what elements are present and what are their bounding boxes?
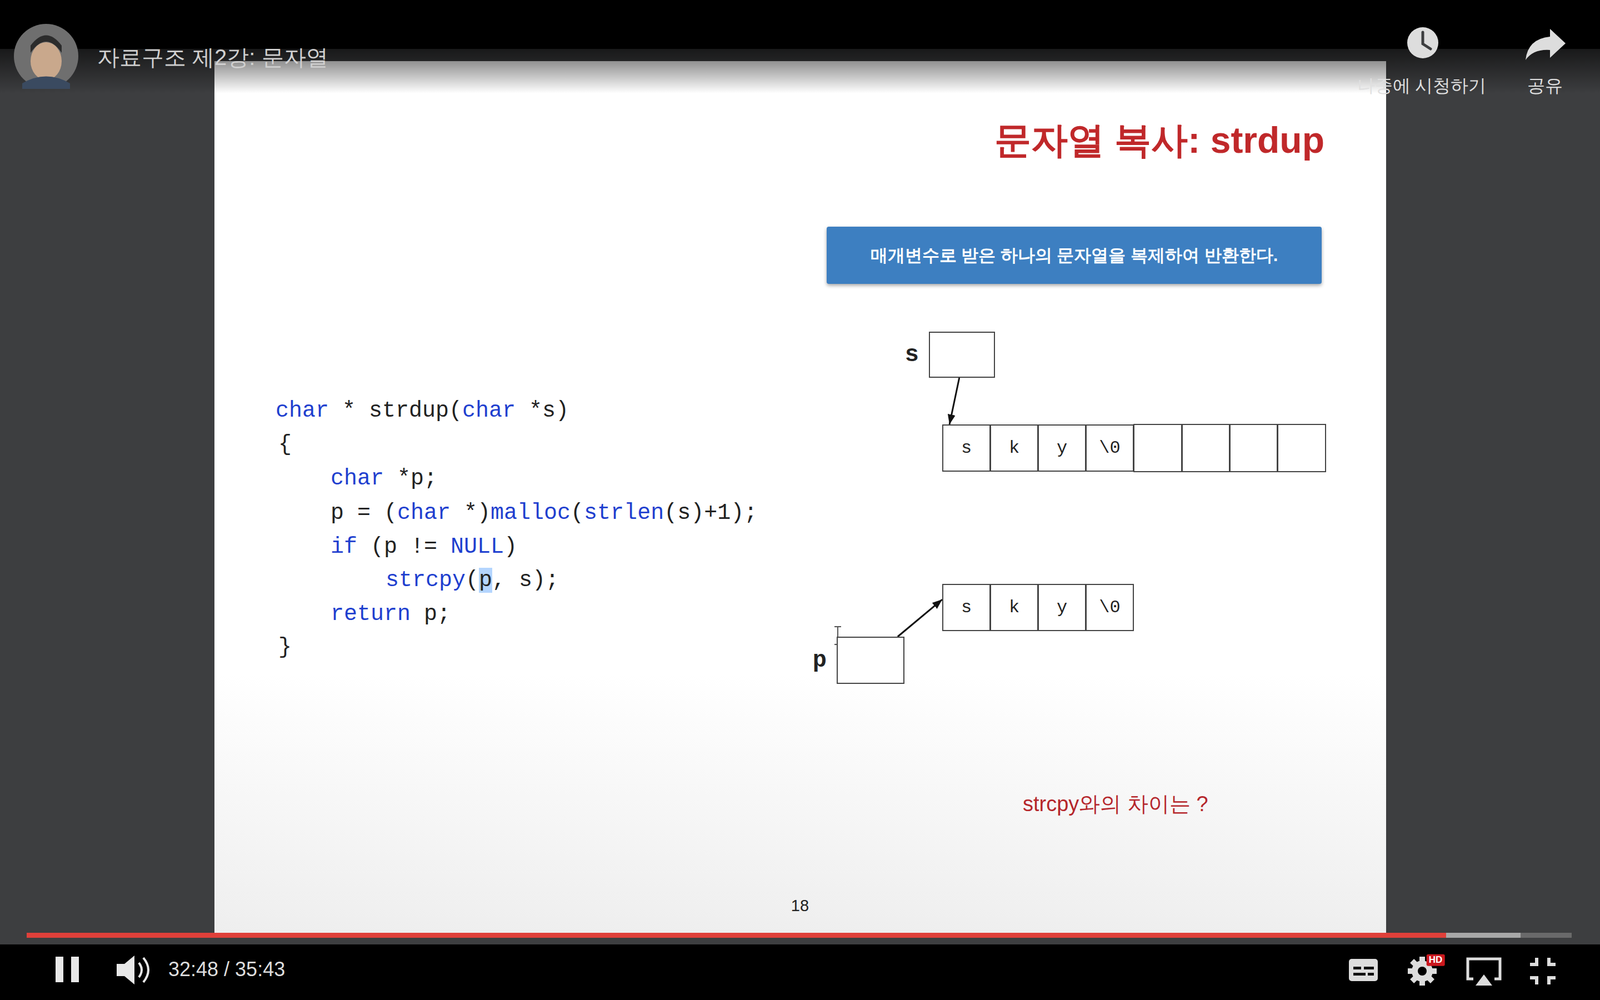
slide-title: 문자열 복사: strdup: [994, 118, 1325, 163]
cell-char: s: [961, 437, 972, 459]
cell-char: k: [1008, 597, 1020, 618]
code-line: char * strdup(char *s): [275, 397, 569, 425]
pointer-name: p: [812, 647, 827, 674]
video-title: 자료구조 제2강: 문자열: [97, 43, 329, 71]
array-cell: y: [1037, 583, 1087, 632]
array-cell: \0: [1085, 424, 1134, 472]
clock-icon: [1407, 27, 1439, 59]
progress-buffer: [26, 932, 1521, 938]
progress-track: [26, 932, 1572, 938]
code-line: {: [278, 431, 292, 459]
description-banner: 매개변수로 받은 하나의 문자열을 복제하여 반환한다.: [826, 226, 1322, 284]
pointer-box: p: [836, 636, 905, 684]
code-line: }: [278, 634, 292, 662]
page-number: 18: [791, 896, 809, 916]
code-line: if (p != NULL): [330, 533, 518, 561]
code-line: char *p;: [330, 465, 438, 493]
code-line: return p;: [330, 601, 451, 628]
array-cell: y: [1037, 424, 1087, 472]
cell-char: \0: [1098, 437, 1120, 459]
cell-char: y: [1056, 437, 1068, 459]
pointer-box: s: [928, 331, 995, 378]
banner-text: 매개변수로 받은 하나의 문자열을 복제하여 반환한다.: [870, 243, 1279, 268]
volume-icon: [116, 955, 149, 985]
channel-avatar: [13, 23, 79, 89]
cell-char: \0: [1098, 597, 1120, 618]
code-line: strcpy(p, s);: [385, 567, 559, 594]
array-cell: k: [990, 424, 1039, 472]
progress-played: [26, 932, 1447, 938]
empty-cells: [1133, 424, 1326, 472]
pointer-name: s: [905, 341, 919, 369]
code-line: p = (char *)malloc(strlen(s)+1);: [330, 500, 758, 527]
cell-char: y: [1056, 597, 1068, 618]
cell-char: k: [1008, 437, 1020, 459]
airplay-icon: [1467, 958, 1500, 986]
pause-icon: [55, 956, 79, 983]
fullscreen-exit-icon: [1530, 957, 1556, 985]
array-cell: s: [942, 583, 991, 632]
hd-badge: HD: [1426, 954, 1445, 967]
array-cell: \0: [1085, 583, 1134, 632]
watch-later-label: 나중에 시청하기: [1357, 75, 1487, 97]
array-cell: s: [942, 424, 991, 472]
slide: [214, 61, 1387, 937]
share-label: 공유: [1527, 75, 1563, 97]
top-bar: [0, 0, 1600, 49]
pointer-arrow: [949, 377, 960, 425]
array-cell: k: [990, 583, 1039, 632]
question-note: strcpy와의 차이는 ?: [1022, 791, 1209, 818]
time-display: 32:48 / 35:43: [168, 957, 285, 982]
share-icon: [1525, 28, 1566, 60]
control-bar: [0, 944, 1600, 1000]
pointer-arrow: [897, 599, 943, 637]
subtitles-icon: [1348, 958, 1378, 982]
cell-char: s: [961, 597, 972, 618]
